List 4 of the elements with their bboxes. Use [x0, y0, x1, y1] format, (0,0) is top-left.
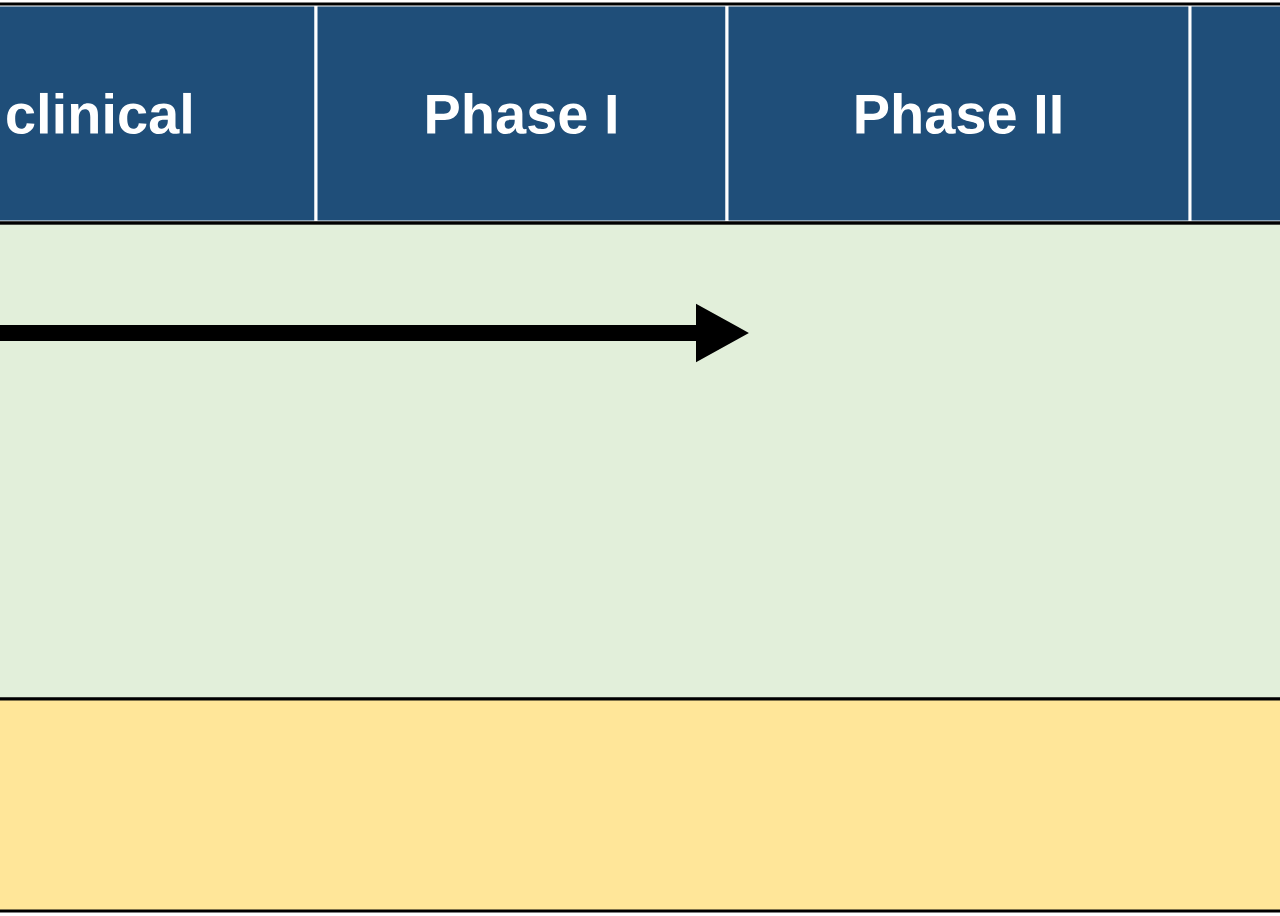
header-cell: clinical — [0, 3, 318, 224]
header-cell: Phase I — [314, 3, 729, 224]
stage-band — [0, 697, 1280, 913]
header-cell — [1188, 3, 1280, 224]
